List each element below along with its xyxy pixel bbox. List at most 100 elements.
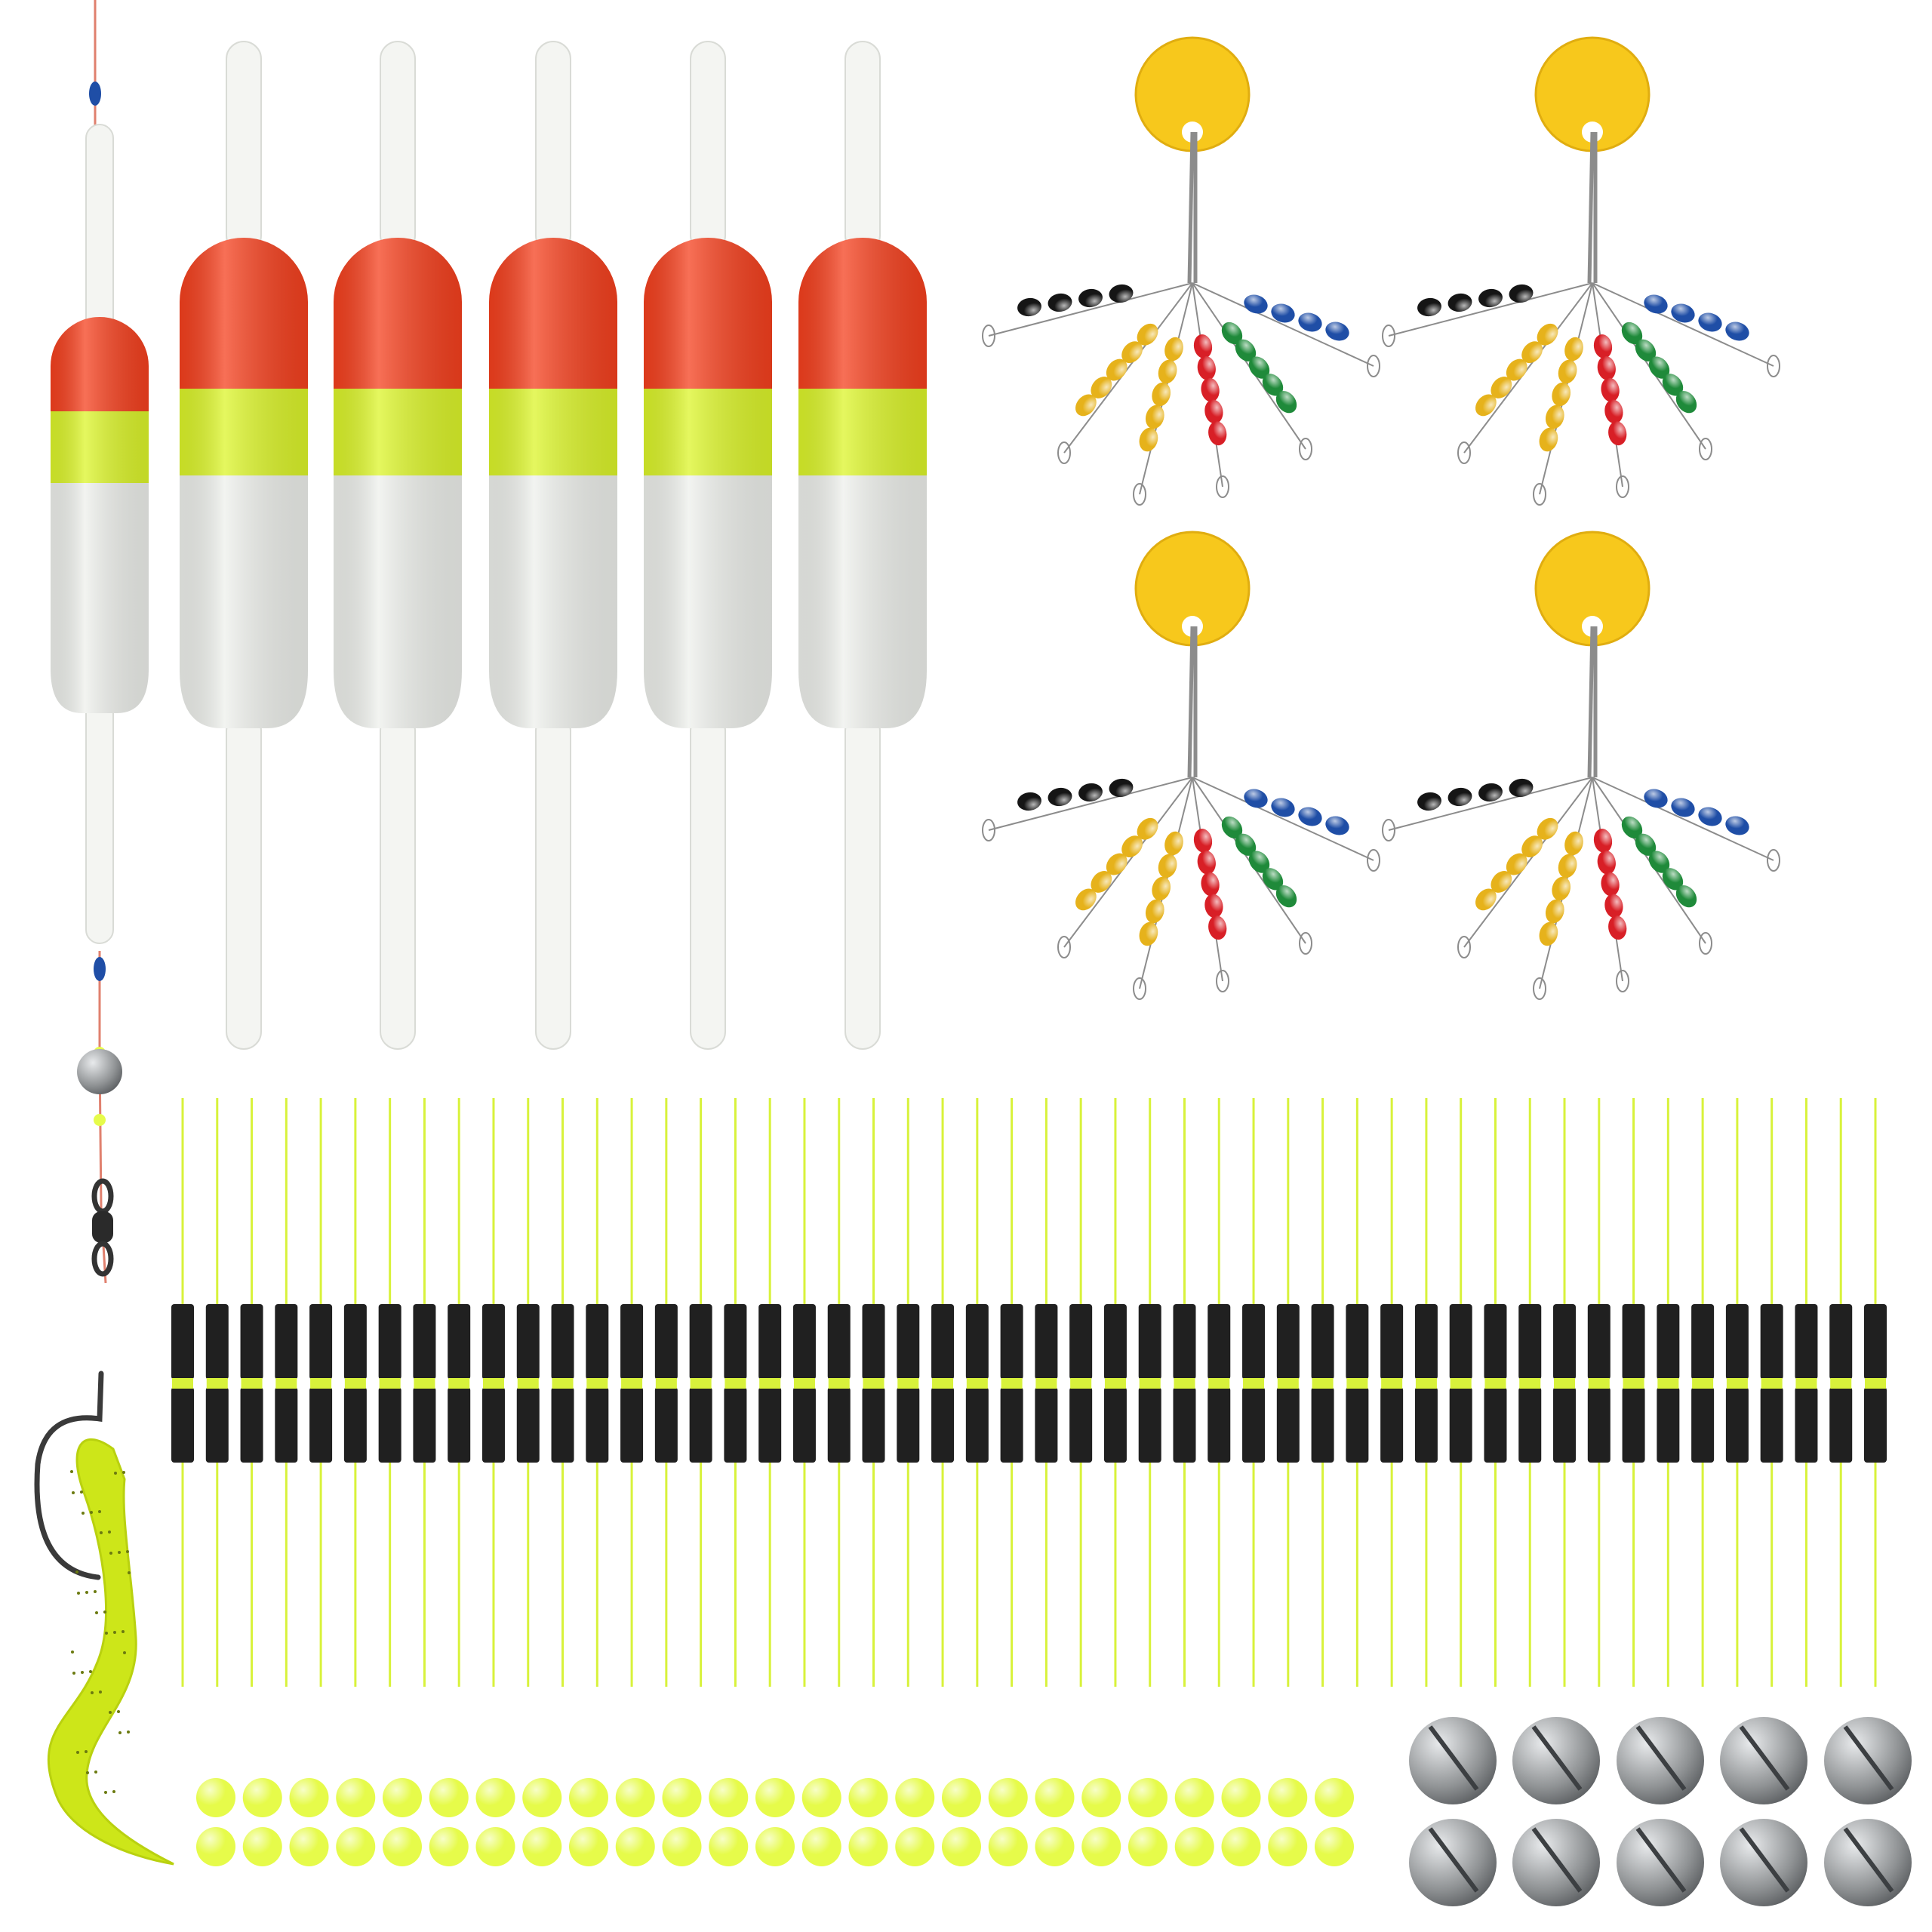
- glow-stick-band: [1415, 1378, 1437, 1389]
- glow-bead-shine: [1268, 1827, 1308, 1866]
- stopper-bead-shine: [1635, 339, 1657, 361]
- stopper-bead-shine: [1552, 382, 1571, 407]
- stopper-wire-loop: [1057, 441, 1071, 464]
- glow-stick-tube: [205, 1304, 229, 1380]
- stopper-bead-shine: [1275, 885, 1297, 908]
- glow-bead-shine: [196, 1827, 235, 1866]
- glow-stick-tube: [1760, 1387, 1783, 1463]
- glow-stick-tube: [1103, 1387, 1127, 1463]
- stopper-bead-shine: [1158, 359, 1177, 384]
- glow-stick: [275, 1098, 298, 1687]
- stopper-bead-shine: [1601, 872, 1620, 897]
- glow-stick-tube: [1173, 1387, 1196, 1463]
- stopper-bead-shine: [1447, 293, 1472, 312]
- stopper-bead-shine: [1506, 358, 1527, 381]
- glow-stick-band: [1174, 1378, 1195, 1389]
- stopper-bead-shine: [1671, 798, 1695, 817]
- stopper-bead-shine: [1447, 787, 1472, 807]
- glow-stick-tube: [1622, 1387, 1645, 1463]
- stopper-wire-loop: [1457, 441, 1471, 464]
- lure-glitter: [72, 1672, 75, 1675]
- stopper-bead-shine: [1164, 831, 1183, 856]
- glow-stick-tube: [1208, 1387, 1231, 1463]
- stopper-bead-shine: [1509, 284, 1534, 303]
- glow-stick: [689, 1098, 712, 1687]
- glow-stick: [516, 1098, 540, 1687]
- stopper-bead-shine: [1139, 921, 1158, 946]
- glow-bead-shine: [801, 1827, 841, 1866]
- glow-stick: [620, 1098, 644, 1687]
- stopper-bead-shine: [1109, 284, 1134, 303]
- glow-stick-band: [1692, 1378, 1714, 1389]
- stopper-bead-shine: [1121, 835, 1143, 858]
- glow-stick-tube: [1553, 1387, 1577, 1463]
- stopper-bead-shine: [1137, 817, 1158, 840]
- glow-stick-tube: [171, 1387, 194, 1463]
- glow-bead-shine: [755, 1778, 795, 1817]
- glow-stick: [586, 1098, 609, 1687]
- glow-bead-shine: [848, 1778, 888, 1817]
- lure-glitter: [105, 1632, 108, 1635]
- spare-float: [180, 41, 308, 1050]
- stopper-bead-shine: [1152, 382, 1171, 407]
- glow-stick-band: [655, 1378, 677, 1389]
- stopper-bead-shine: [1075, 888, 1097, 911]
- glow-stick-tube: [1346, 1387, 1369, 1463]
- stopper-bead-shine: [1521, 341, 1543, 364]
- stopper-bead-shine: [1235, 339, 1257, 361]
- lure-glitter: [126, 1550, 129, 1553]
- glow-bead-shine: [942, 1827, 981, 1866]
- glow-bead-shine: [196, 1778, 235, 1817]
- glow-stick-band: [1139, 1378, 1161, 1389]
- glow-stick-tube: [448, 1387, 471, 1463]
- glow-stick-band: [414, 1378, 435, 1389]
- stopper-bead-shine: [1244, 789, 1268, 808]
- glow-stick: [1449, 1098, 1472, 1687]
- stopper-wire-loop: [1133, 977, 1146, 1000]
- glow-stick: [1518, 1098, 1542, 1687]
- stopper-bead-shine: [1091, 871, 1112, 893]
- stopper-bead-shine: [1491, 377, 1512, 398]
- glow-stick: [1795, 1098, 1818, 1687]
- lure-glitter: [112, 1790, 115, 1793]
- stopper-bead-shine: [1539, 921, 1558, 946]
- glow-stick: [1000, 1098, 1023, 1687]
- glow-stick-tube: [448, 1304, 471, 1380]
- glow-stick: [1103, 1098, 1127, 1687]
- stopper-bead-shine: [1597, 850, 1616, 875]
- glow-stick: [1380, 1098, 1404, 1687]
- stopper-bead-shine: [1539, 427, 1558, 452]
- glow-bead-shine: [662, 1778, 702, 1817]
- glow-stick: [240, 1098, 263, 1687]
- stopper-wire: [988, 777, 1193, 831]
- lure-glitter: [118, 1551, 121, 1554]
- float-shading: [334, 238, 462, 728]
- glow-stick-tube: [1208, 1304, 1231, 1380]
- glow-stick-band: [482, 1378, 504, 1389]
- lure-glitter: [122, 1630, 125, 1633]
- glow-stick-tube: [897, 1387, 920, 1463]
- lure-glitter: [108, 1531, 111, 1534]
- stopper-wire-loop: [1367, 849, 1380, 872]
- stopper-bead-shine: [1597, 355, 1616, 380]
- glow-stick-band: [793, 1378, 815, 1389]
- glow-bead-shine: [289, 1778, 329, 1817]
- lure-glitter: [71, 1651, 74, 1654]
- glow-stick-band: [1761, 1378, 1783, 1389]
- glow-stick-tube: [516, 1387, 540, 1463]
- stopper-wire-loop: [1533, 977, 1546, 1000]
- glow-bead-shine: [429, 1778, 469, 1817]
- glow-stick: [931, 1098, 955, 1687]
- stopper-bead-shine: [1604, 399, 1623, 424]
- glow-stick-tube: [240, 1387, 263, 1463]
- glow-stick-band: [897, 1378, 919, 1389]
- glow-stick-band: [1070, 1378, 1092, 1389]
- float-shading: [644, 238, 772, 728]
- bead-stoppers: [982, 36, 1780, 1000]
- lure-glitter: [85, 1750, 88, 1753]
- glow-stick-band: [1588, 1378, 1610, 1389]
- stopper-bead-shine: [1545, 899, 1564, 924]
- lure-glitter: [90, 1511, 93, 1514]
- glow-bead: [94, 1114, 106, 1126]
